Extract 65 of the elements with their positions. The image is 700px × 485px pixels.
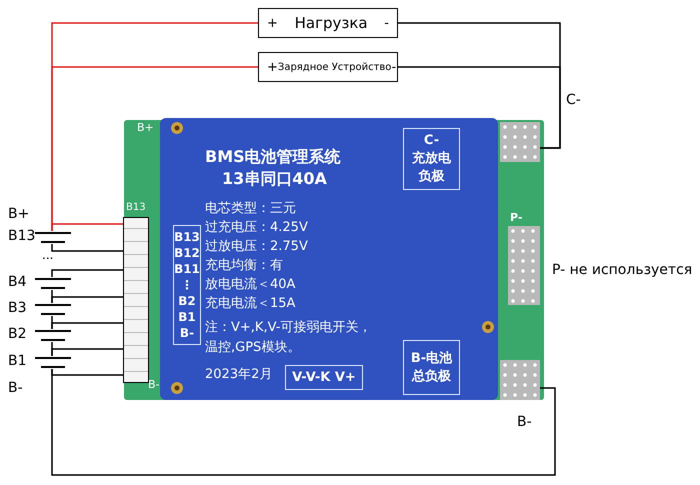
polarity-sign: - [384,16,389,30]
marking-text: 充放电负极 [411,150,452,186]
terminal-label: B13 [8,228,36,244]
spec-text: 过充电压：4.25V [205,221,308,236]
solder-pad [500,122,540,162]
board-title: 13串同口40A [222,170,327,188]
terminal-label: P- не используется [552,262,692,278]
terminal-label: B- [8,380,23,396]
wire [51,369,556,476]
battery-cell-symbol [35,356,71,369]
marking-box [403,340,460,395]
marking-text: B- [180,325,194,341]
terminal-label: B2 [8,326,27,342]
marking-box [173,225,201,345]
pad-label: P- [510,212,522,225]
battery-cell-symbol [35,303,71,316]
terminal-label: C- [566,92,581,108]
silkscreen-label: B- [148,379,160,392]
spec-text: 2023年2月 [205,368,272,383]
terminal-label: B3 [8,300,27,316]
spec-text: 放电电流＜40A [205,278,296,293]
marking-text: B13 [174,229,200,245]
polarity-sign: + [267,16,278,30]
marking-text: B11 [174,261,200,277]
device-label: Нагрузка [294,14,368,32]
wire [51,269,123,277]
wire [51,296,123,303]
wire [51,322,123,329]
marking-box [285,365,363,390]
terminal-label: B+ [8,206,30,222]
marking-text: B-电池总负极 [410,350,454,386]
marking-text: B2 [178,293,196,309]
terminal-label: B- [517,414,532,430]
marking-text: B12 [174,245,200,261]
wire [398,66,561,149]
charger-box [258,52,398,82]
spec-text: 注：V+,K,V-可接弱电开关，温控,GPS模块。 [205,319,372,357]
wire [51,348,123,356]
spec-text: 电芯类型：三元 [205,202,296,217]
battery-cell-symbol [35,329,71,342]
marking-box [403,128,460,190]
board-cover [160,118,498,400]
solder-pad [500,360,540,400]
silkscreen-label: B13 [126,202,146,214]
terminal-label: ... [42,249,54,263]
wire [51,223,123,231]
wire [51,244,123,252]
terminal-label: B1 [8,353,27,370]
polarity-sign: - [391,60,396,74]
board-title: BMS电池管理系统 [205,148,341,166]
balance-connector [123,217,149,383]
spec-text: 过放电压：2.75V [205,240,308,255]
spec-text: 充电均衡：有 [205,259,283,274]
battery-cell-symbol [35,277,71,290]
load-box [258,8,398,38]
polarity-sign: + [267,60,278,74]
marking-text: B1 [178,309,196,325]
device-label: Зарядное Устройство [278,62,392,72]
silkscreen-label: B+ [137,122,154,135]
marking-text: C- [424,132,440,150]
spec-text: 充电电流＜15A [205,297,296,312]
marking-text: V-V-K V+ [292,368,356,386]
battery-cell-symbol [35,231,71,244]
marking-text: ⋮ [181,277,193,293]
terminal-label: B4 [8,274,27,290]
